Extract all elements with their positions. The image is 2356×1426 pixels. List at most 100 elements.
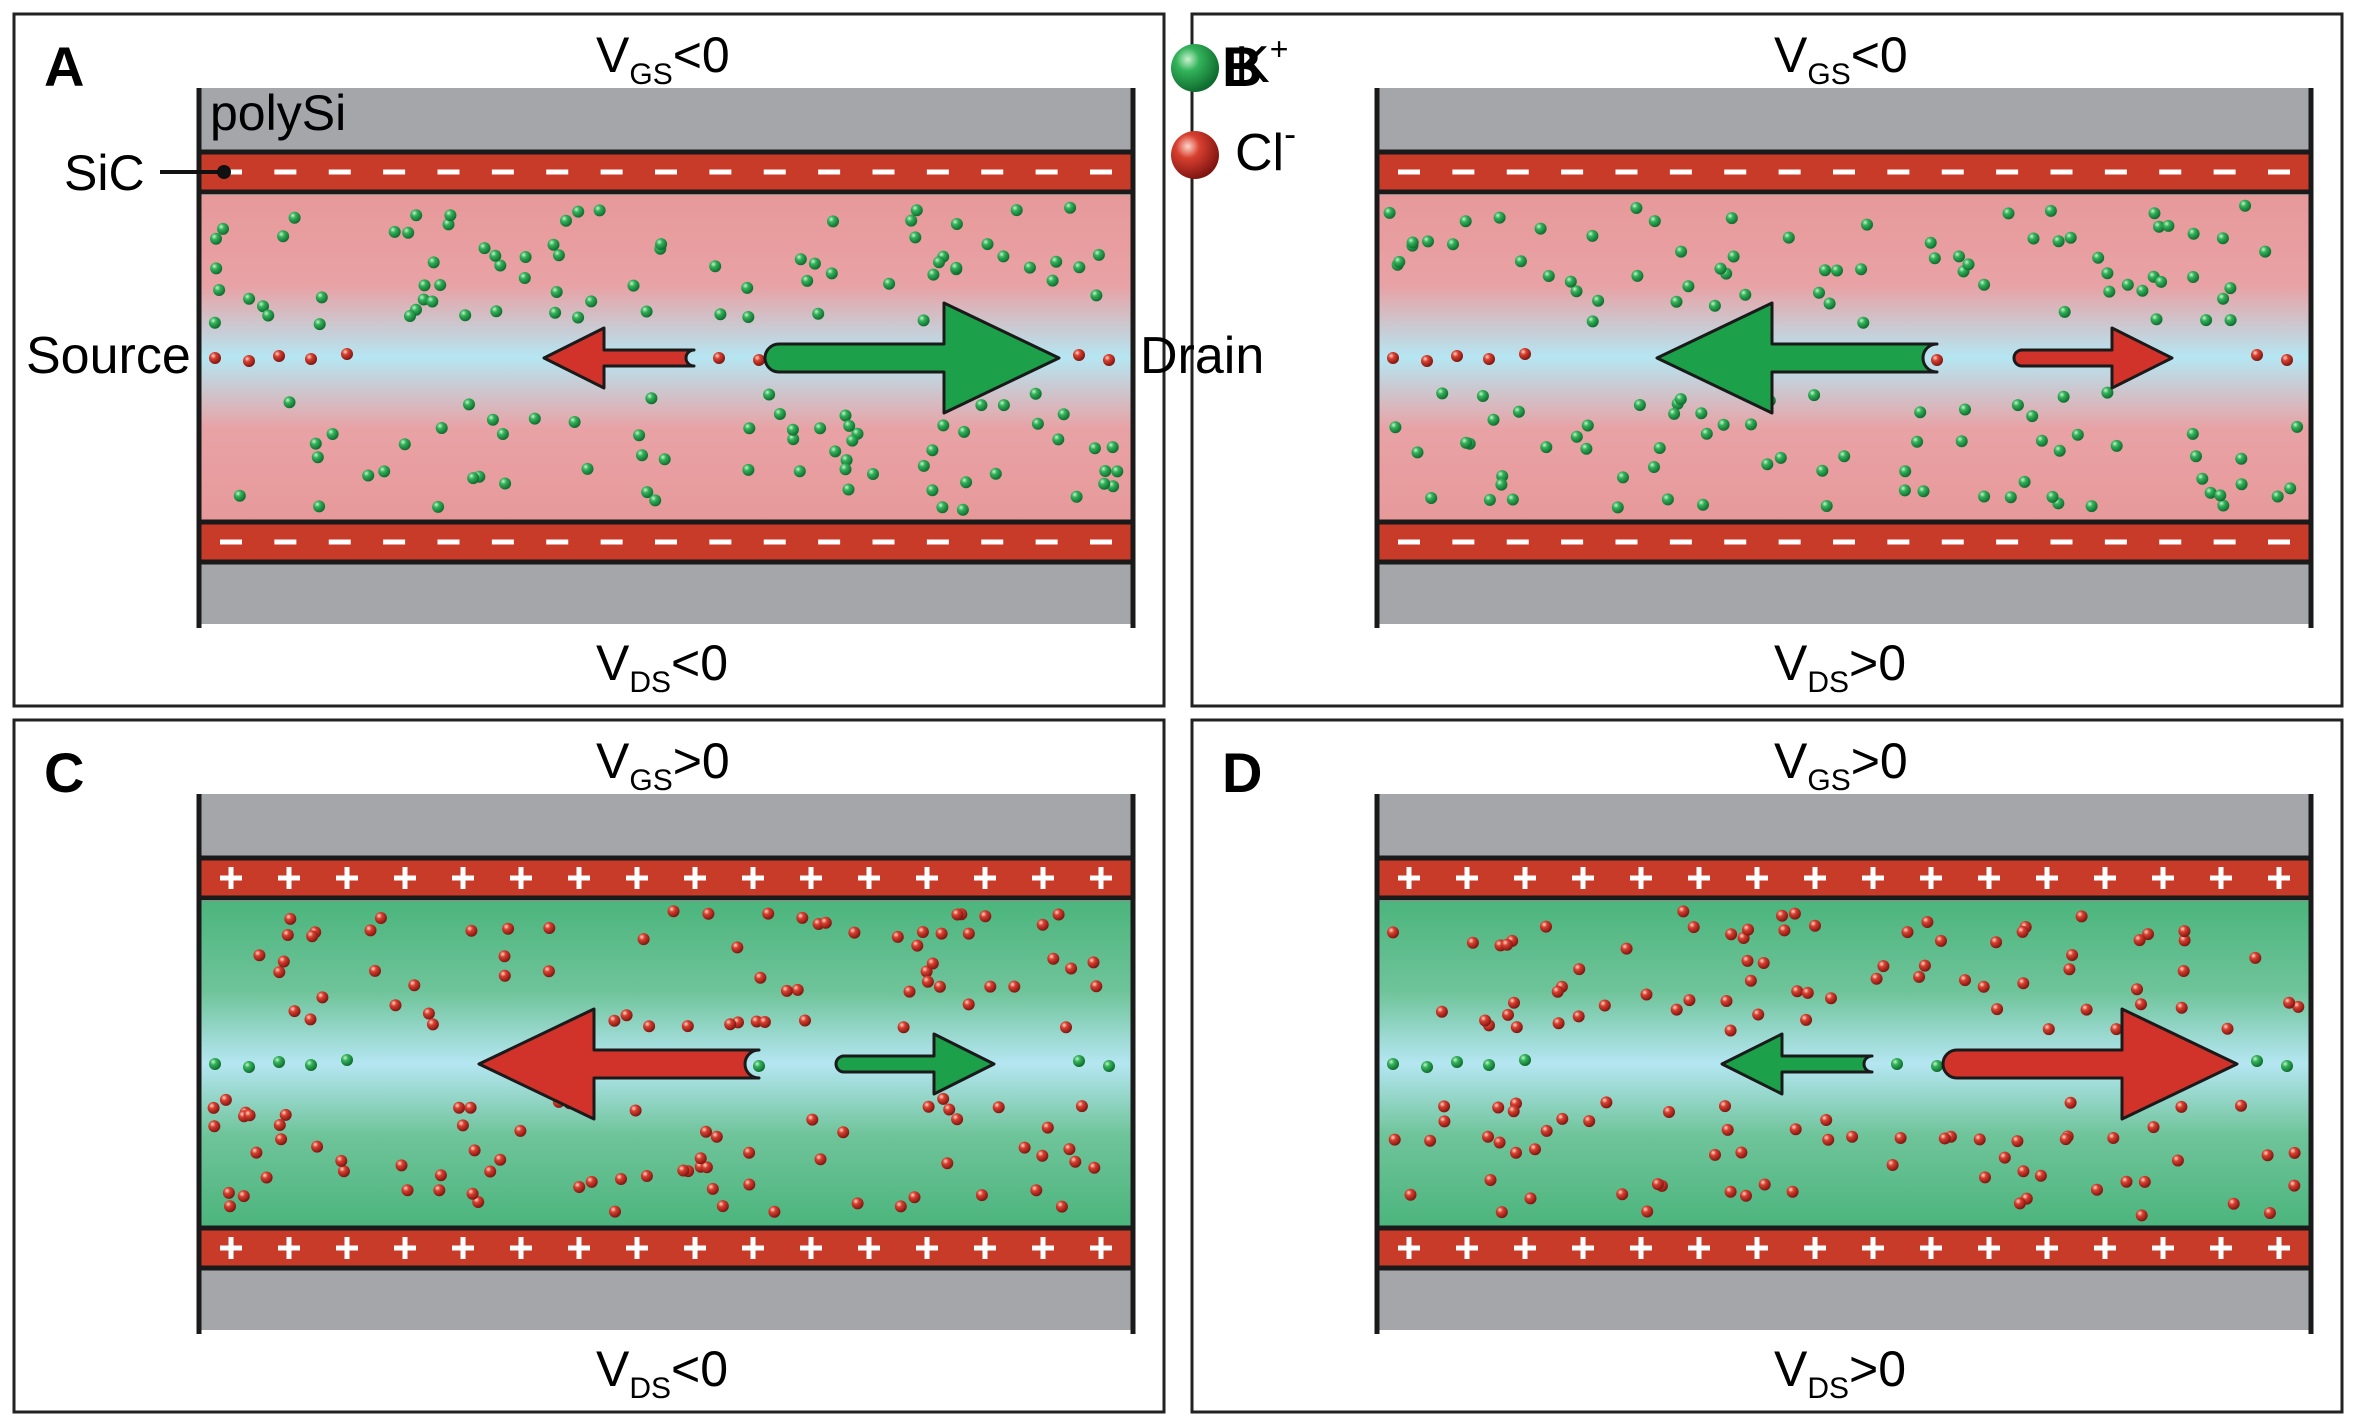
cl-ion [2281, 354, 2293, 366]
k-ion [1057, 408, 1070, 421]
cl-ion [273, 1119, 286, 1131]
cl-ion [681, 1020, 694, 1033]
k-ion [1717, 418, 1730, 431]
cl-ion [951, 1113, 964, 1126]
cl-ion [1744, 974, 1757, 987]
k-ion [2035, 434, 2048, 447]
sic-leader-dot [217, 165, 231, 179]
cl-ion [465, 924, 478, 937]
cl-ion [2178, 925, 2191, 938]
positive-surface-charge [1398, 1237, 1420, 1259]
top-substrate [199, 794, 1133, 860]
cl-ion [1687, 921, 1700, 934]
k-ion [989, 467, 1002, 480]
k-ion [1823, 297, 1836, 310]
k-ion [1708, 299, 1721, 312]
cl-ion [2017, 1165, 2030, 1178]
cl-ion [1501, 938, 1513, 951]
cl-ion [2221, 1022, 2234, 1035]
positive-surface-charge [1032, 1237, 1054, 1259]
k-ion [1389, 421, 1402, 434]
cl-ion [1483, 353, 1495, 365]
cl-ion [1387, 926, 1399, 939]
flux-arrow [542, 326, 696, 390]
k-ion [1586, 315, 1599, 328]
positive-surface-charge [742, 867, 764, 889]
k-ion [773, 408, 786, 420]
k-ion [1700, 427, 1713, 440]
k-ion [2027, 232, 2040, 245]
k-ion [839, 463, 852, 476]
positive-surface-charge [452, 1237, 474, 1259]
cl-ion [702, 907, 715, 920]
k-ion [2052, 235, 2065, 248]
k-ion [2101, 386, 2114, 399]
cl-ion [1822, 1133, 1835, 1146]
cl-ion [275, 1133, 288, 1146]
k-ion [839, 409, 852, 422]
cl-ion [374, 912, 387, 924]
k-ion [2281, 1060, 2293, 1072]
cl-ion [1451, 350, 1463, 362]
vds-label: VDS<0 [596, 635, 728, 699]
k-ion [827, 215, 839, 228]
k-ion [2046, 490, 2059, 503]
k-ion [633, 429, 646, 442]
cl-ion [2131, 983, 2143, 996]
k-ion [2153, 220, 2165, 233]
cl-ion [1801, 986, 1814, 999]
k-ion [2190, 450, 2202, 463]
cl-ion [337, 1165, 350, 1178]
positive-surface-charge [2210, 1237, 2232, 1259]
k-ion [1653, 442, 1666, 454]
cl-ion [1387, 352, 1399, 364]
vgs-label: VGS<0 [596, 27, 730, 91]
k-ion [1483, 493, 1496, 506]
k-ion [1955, 435, 1968, 448]
k-ion [362, 469, 375, 482]
k-ion [2004, 491, 2017, 504]
cl-ion [1510, 1021, 1523, 1034]
k-ion [1695, 407, 1708, 420]
cl-ion [962, 998, 975, 1011]
panel-letter: B [1222, 35, 1262, 98]
positive-surface-charge [1978, 1237, 2000, 1259]
k-ion [315, 291, 328, 304]
cl-ion [1740, 1189, 1752, 1202]
cl-ion [1977, 980, 1990, 993]
cl-ion [743, 1146, 756, 1159]
positive-surface-charge [1862, 867, 1884, 889]
k-ion [1564, 275, 1577, 288]
cl-ion [894, 1200, 907, 1213]
panel-border [1190, 718, 2344, 1414]
k-ion [1891, 1058, 1903, 1070]
k-ion [909, 231, 922, 244]
cl-ion [897, 1021, 910, 1034]
positive-surface-charge [510, 1237, 532, 1259]
k-ion [1661, 493, 1674, 506]
top-substrate [1377, 794, 2311, 860]
positive-surface-charge [510, 867, 532, 889]
cl-ion [2249, 951, 2262, 964]
cl-ion [754, 971, 767, 984]
cl-ion [224, 1200, 236, 1213]
k-ion [1495, 478, 1508, 491]
cl-ion [2175, 1100, 2188, 1113]
cl-ion [848, 926, 861, 939]
cl-ion [1725, 928, 1738, 941]
k-ion [435, 422, 448, 434]
cl-ion [2235, 1099, 2247, 1112]
k-ion [846, 434, 859, 447]
cl-ion [911, 939, 924, 952]
k-ion [1090, 289, 1103, 302]
cl-ion [1036, 918, 1049, 931]
k-ion [1911, 435, 1924, 448]
positive-surface-charge [1514, 1237, 1536, 1259]
k-ion [842, 483, 855, 496]
positive-surface-charge [1630, 867, 1652, 889]
cl-ion [389, 999, 402, 1012]
cl-ion [806, 1113, 819, 1126]
vds-label: VDS<0 [596, 1341, 728, 1405]
k-ion [640, 305, 653, 318]
